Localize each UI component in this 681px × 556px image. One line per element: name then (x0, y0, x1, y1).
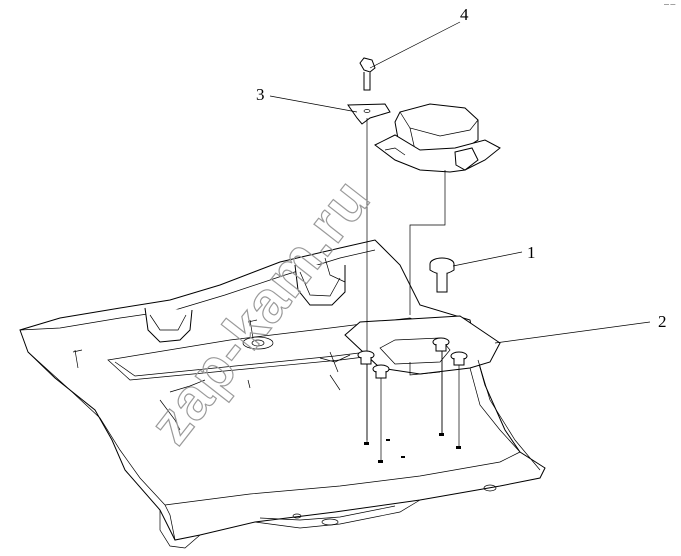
screw (450, 351, 468, 366)
nut-mark (378, 460, 383, 463)
fastener-part-4 (359, 57, 376, 91)
nut-mark (439, 433, 444, 436)
screw (432, 337, 450, 352)
nut-mark (401, 456, 405, 458)
callout-1: 1 (527, 243, 536, 262)
screw (372, 364, 390, 379)
nut-mark (364, 442, 369, 445)
callout-4: 4 (460, 5, 469, 24)
nut-mark (456, 446, 461, 449)
leader-lines (269, 21, 651, 344)
nut-mark (386, 439, 390, 441)
control-box (374, 103, 501, 315)
callout-3: 3 (256, 85, 265, 104)
callout-2: 2 (658, 312, 667, 331)
screws (357, 337, 468, 463)
corner-mark: — — (664, 2, 675, 8)
screw (357, 350, 375, 365)
